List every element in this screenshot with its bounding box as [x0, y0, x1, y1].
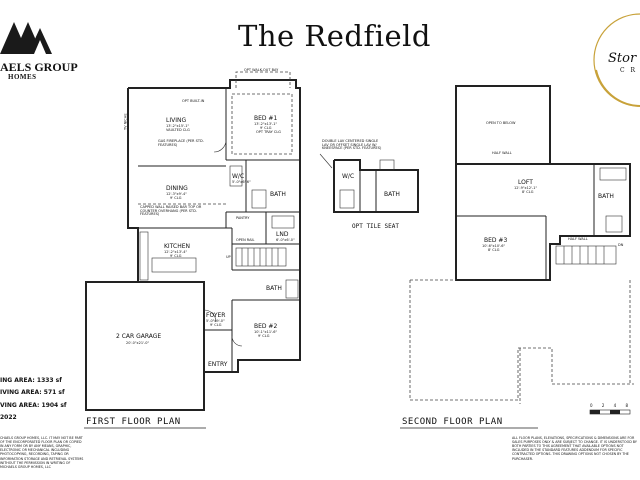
scale-bar-labels: 0 2 4 8	[590, 403, 632, 408]
stat-first-area: ING AREA: 1333 sf	[0, 377, 62, 384]
living-fireplace-note: GAS FIREPLACE (PER STD. FEATURES)	[158, 139, 204, 147]
room-bed3-dim: 10'-6"x10'-6"	[482, 244, 506, 248]
room-wic-dim: 5'-0"x6'-6"	[232, 180, 251, 184]
dining-bar-note: CAPPED WALL RAISED BAR TOP OR COUNTER OV…	[140, 205, 202, 216]
room-kitchen-note: 9' CLG	[170, 254, 182, 258]
room-bed2-note: 9' CLG	[258, 334, 270, 338]
open-rail-note: OPEN RAIL	[236, 238, 255, 242]
partner-logo-text: Stor	[608, 51, 637, 66]
brand-name: AELS GROUP	[0, 60, 78, 74]
second-floor-walls	[409, 85, 634, 404]
room-bath2: BATH	[266, 285, 282, 292]
room-entry: ENTRY	[208, 361, 228, 368]
opt-bath-label: BATH	[384, 191, 400, 198]
room-loft-dim: 12'-9"x12'-1"	[514, 186, 538, 190]
opt-tile-seat-drawing	[319, 153, 419, 213]
tv-niche-note: TV NICHE	[123, 113, 128, 131]
room-bed1-note2: OPT TRAY CLG	[256, 130, 282, 134]
room-bath1: BATH	[270, 191, 286, 198]
disclaimer-notice: ALL FLOOR PLANS, ELEVATIONS, SPECIFICATI…	[512, 436, 637, 461]
room-bath3: BATH	[598, 193, 614, 200]
opt-tile-seat-label: OPT TILE SEAT	[352, 223, 399, 230]
half-wall-note-2: HALF WALL	[568, 237, 588, 241]
brand-logo-mark	[0, 22, 52, 54]
room-living-dim: 13'-2"x15'-1"	[166, 124, 190, 128]
room-living: LIVING	[166, 117, 187, 124]
room-garage-dim: 20'-0"x21'-0"	[126, 341, 150, 345]
room-living-note: VAULTED CLG	[166, 128, 190, 132]
copyright-notice: CHAELS GROUP HOMES, LLC. IT MAY NOT BE P…	[0, 436, 84, 469]
scale-bar	[589, 409, 631, 415]
room-bed3-note: 8' CLG	[488, 248, 500, 252]
room-kitchen: KITCHEN	[164, 243, 190, 250]
stat-second-area: IVING AREA: 571 sf	[0, 389, 65, 396]
room-kitchen-dim: 12'-2"x13'-4"	[164, 250, 188, 254]
bay-note: OPT WALK-OUT BAY	[244, 68, 279, 72]
first-floor-stairs	[235, 247, 287, 267]
open-to-below-note: OPEN TO BELOW	[486, 121, 516, 125]
second-floor-label: SECOND FLOOR PLAN	[402, 417, 503, 427]
room-loft-note: 8' CLG	[522, 190, 534, 194]
plan-title: The Redfield	[238, 19, 431, 53]
room-dining-dim: 12'-3"x9'-4"	[166, 192, 187, 196]
room-foyer-note: 9' CLG	[210, 323, 222, 327]
stair-dn-label: DN	[618, 243, 624, 247]
room-bed2: BED #2	[254, 323, 278, 330]
room-dining: DINING	[166, 185, 188, 192]
room-lnd: LND	[276, 231, 289, 238]
room-wic: W/C	[232, 173, 245, 180]
room-bed2-dim: 10'-1"x11'-6"	[254, 330, 278, 334]
room-bed3: BED #3	[484, 237, 508, 244]
partner-logo-subtext: C R	[620, 67, 638, 74]
first-floor-label: FIRST FLOOR PLAN	[86, 417, 181, 427]
stat-year: 2022	[0, 414, 17, 421]
room-lnd-dim: 6'-0"x6'-0"	[276, 238, 295, 242]
builtin-note: OPT BUILT-IN	[182, 99, 205, 103]
room-bed1-dim: 13'-2"x13'-1"	[254, 122, 278, 126]
first-floor-walls	[85, 71, 301, 411]
room-bed1-note: 9' CLG	[260, 126, 272, 130]
stat-total-area: VING AREA: 1904 sf	[0, 402, 67, 409]
partner-logo	[593, 13, 640, 107]
stair-up-label: UP	[226, 255, 231, 259]
opt-wic-label: W/C	[342, 173, 355, 180]
room-bed1: BED #1	[254, 115, 278, 122]
opt-lav-note: DOUBLE LAV CENTERED SINGLE LAV OR OFFSET…	[322, 139, 382, 150]
room-dining-note: 9' CLG	[170, 196, 182, 200]
room-loft: LOFT	[518, 179, 533, 186]
room-foyer: FOYER	[206, 312, 226, 319]
room-pantry: PANTRY	[236, 216, 250, 220]
brand-subtitle: HOMES	[8, 73, 37, 81]
half-wall-note: HALF WALL	[492, 151, 512, 155]
room-foyer-dim: 5'-0"x9'-0"	[206, 319, 225, 323]
room-garage: 2 CAR GARAGE	[116, 333, 162, 340]
